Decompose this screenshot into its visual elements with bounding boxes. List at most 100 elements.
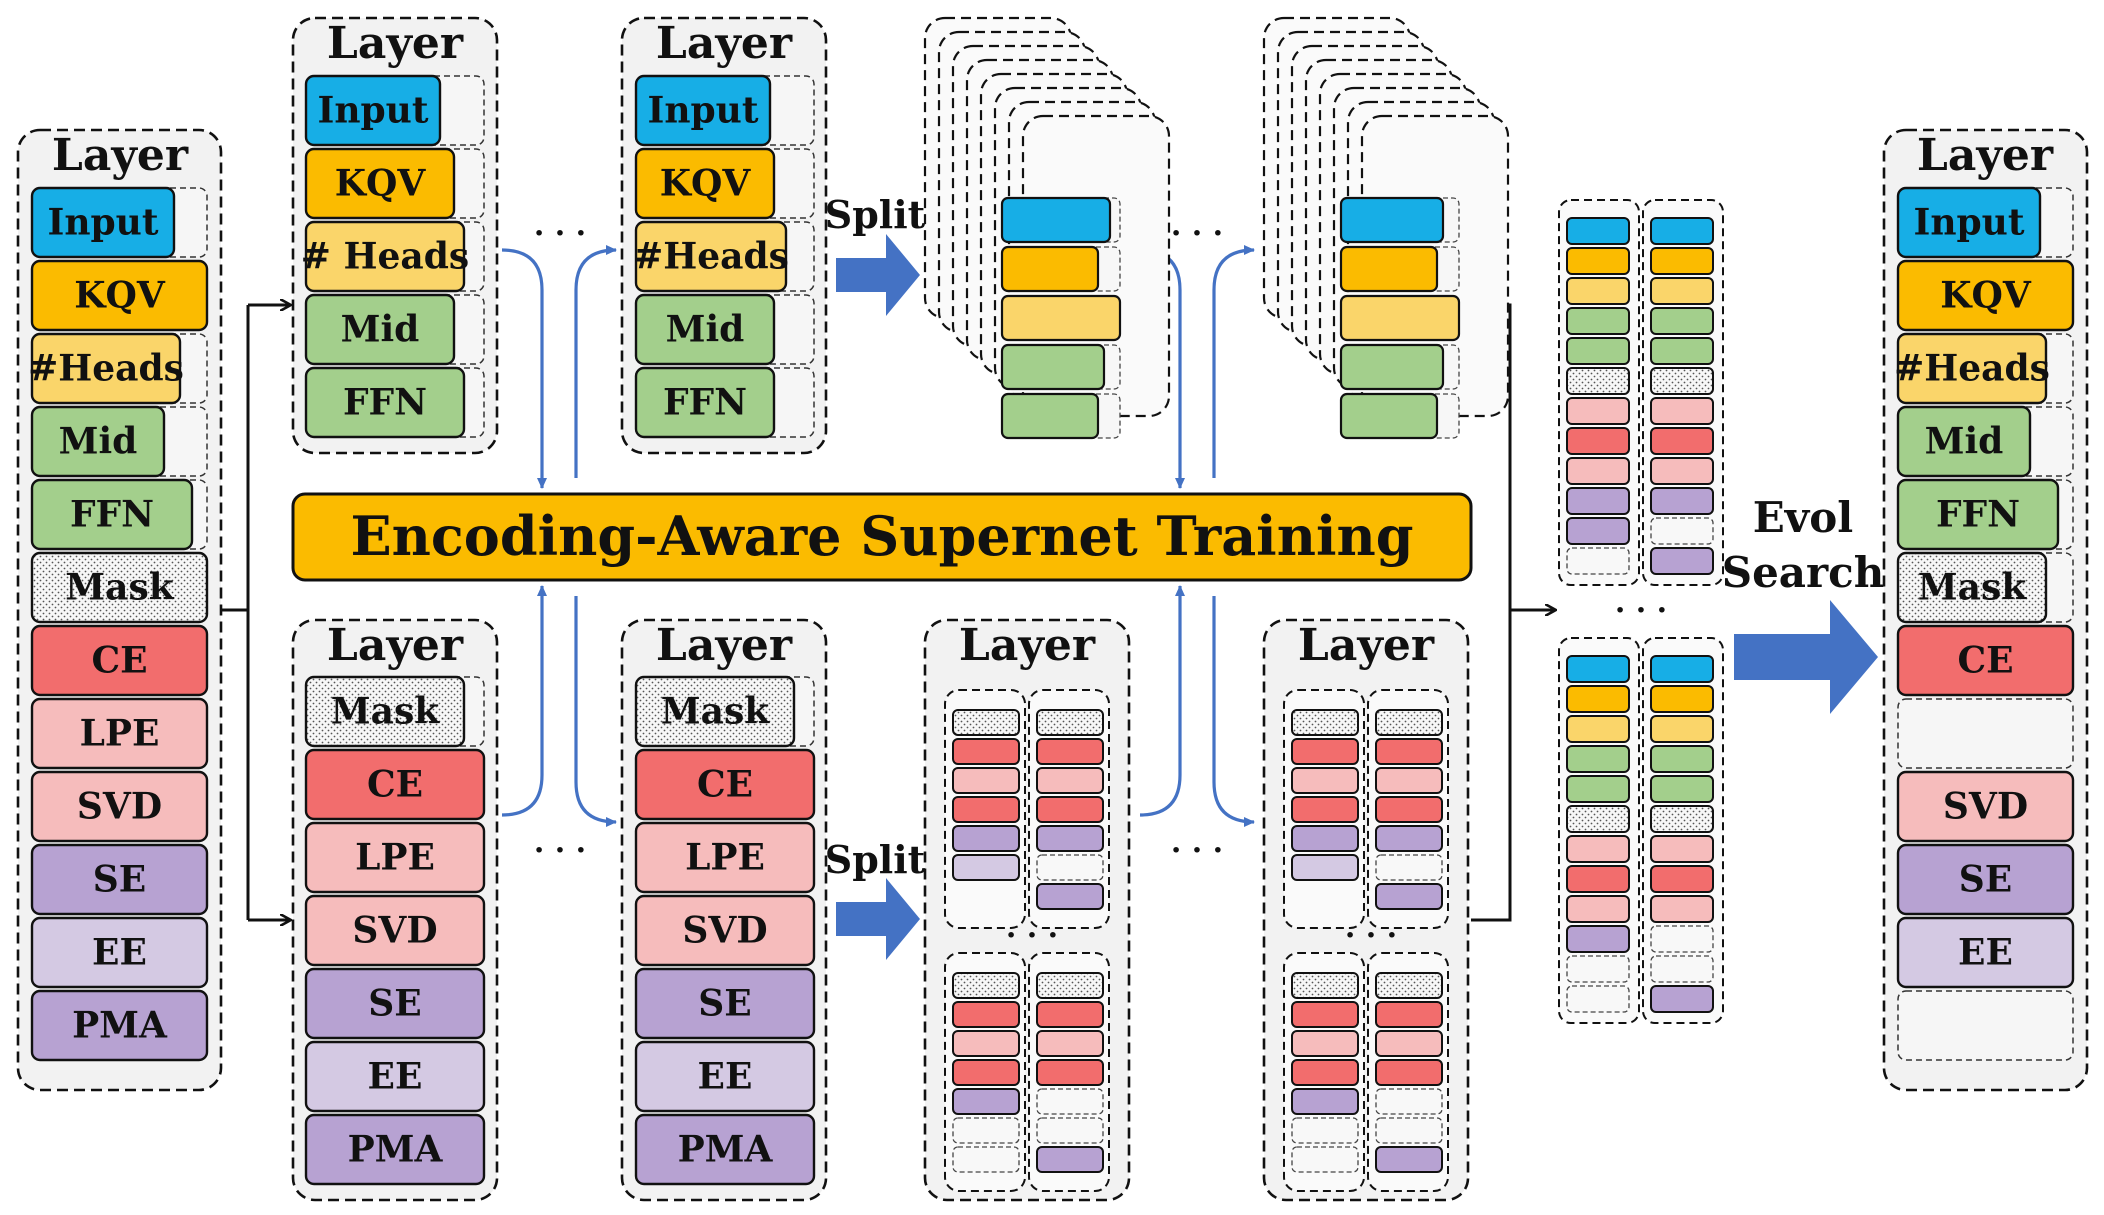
- candidate-top-right-block-se: [1650, 547, 1714, 575]
- candidate-top-left-block-mask: [1566, 367, 1630, 395]
- bottom-layer-b-block-ee: [634, 1040, 816, 1113]
- top-layer-b-block-heads: [634, 220, 788, 293]
- split-top-a-block-kqv: [1000, 245, 1100, 293]
- split-bottom-b-2-right-slot: [1375, 1117, 1443, 1144]
- split-bottom-b-2-left-slot: [1291, 1117, 1359, 1144]
- split-bottom-a-1-left-block-lpe: [952, 767, 1020, 794]
- split-bottom-b-1-left-block-ce: [1291, 738, 1359, 765]
- full-layer-block-pma: [30, 989, 209, 1062]
- final-layer-label-ee: EE: [1958, 932, 2013, 974]
- top-layer-a-label-input: Input: [318, 90, 429, 132]
- bottom-layer-a-title: Layer: [327, 620, 464, 671]
- final-layer-slot: [1897, 990, 2074, 1061]
- final-layer-block-ffn: [1896, 478, 2060, 551]
- final-layer-label-ce: CE: [1957, 640, 2013, 682]
- blue-arrow-bottom-2-down: [1212, 596, 1255, 827]
- candidate-bottom-right-block-se: [1650, 985, 1714, 1013]
- candidate-bottom-left-block-mid: [1566, 745, 1630, 773]
- full-layer-block-se: [30, 843, 209, 916]
- final-layer-label-mask: Mask: [1918, 567, 2027, 609]
- split-bottom-b-2-left-block-lpe: [1291, 1030, 1359, 1057]
- candidate-top-right-block-mid: [1650, 307, 1714, 335]
- split-bottom-b-1-right-block-se: [1375, 883, 1443, 910]
- top-layer-b-block-kqv: [634, 147, 776, 220]
- candidate-bottom-right-block-input: [1650, 655, 1714, 683]
- candidate-bottom-right-block-kqv: [1650, 685, 1714, 713]
- top-layer-a-block-heads: [304, 220, 466, 293]
- top-layer-a-block-kqv: [304, 147, 456, 220]
- candidate-bottom-right-block-lpe: [1650, 835, 1714, 863]
- bottom-layer-a-label-mask: Mask: [331, 691, 440, 733]
- bottom-layer-b-block-ce: [634, 748, 816, 821]
- bottom-layer-b-block-mask: [634, 675, 796, 748]
- candidate-top-left-block-se: [1566, 487, 1630, 515]
- candidate-top-left-block-input: [1566, 217, 1630, 245]
- candidate-top-right-slot: [1650, 517, 1714, 545]
- split-bottom-a-2-right-block-lpe: [1036, 1030, 1104, 1057]
- split-bottom-b-1-left-block-se: [1291, 825, 1359, 852]
- final-layer-block-ee: [1896, 916, 2075, 989]
- candidate-top-left-block-ce: [1566, 427, 1630, 455]
- split-bottom-b-2-right-block-se: [1375, 1146, 1443, 1173]
- connector-layer: [221, 245, 1555, 920]
- split-bottom-b-2-left-block-se: [1291, 1088, 1359, 1115]
- full-layer-title: Layer: [52, 130, 189, 181]
- split-bottom-a-1-right-slot: [1036, 854, 1104, 881]
- final-layer-block-input: [1896, 186, 2042, 259]
- blue-arrow-top-1-up: [574, 245, 617, 478]
- ellipsis-candidates: · · ·: [1615, 593, 1667, 628]
- top-layer-b-block-ffn: [634, 366, 776, 439]
- split-label-bottom: Split: [825, 837, 926, 882]
- split-top-a-block-input: [1000, 196, 1112, 244]
- final-layer-label-kqv: KQV: [1940, 275, 2032, 317]
- split-bottom-a-2-left-slot: [952, 1117, 1020, 1144]
- split-bottom-a-2-left-block-ce: [952, 1001, 1020, 1028]
- candidate-bottom-left-block-se: [1566, 925, 1630, 953]
- candidate-bottom-left-block-input: [1566, 655, 1630, 683]
- split-bottom-b-2-right-block-ce: [1375, 1059, 1443, 1086]
- split-top-a-block-mid: [1000, 343, 1106, 391]
- candidate-top-right-block-lpe: [1650, 457, 1714, 485]
- top-layer-b-label-heads: #Heads: [633, 236, 789, 278]
- final-layer-label-se: SE: [1959, 859, 2012, 901]
- final-layer-block-ce: [1896, 624, 2075, 697]
- panel-layer: LayerInputKQV#HeadsMidFFNMaskCELPESVDSEE…: [16, 16, 2089, 1202]
- candidate-bottom-left-block-lpe: [1566, 895, 1630, 923]
- candidate-top-right-block-mask: [1650, 367, 1714, 395]
- blue-arrow-top-2-up: [1212, 245, 1255, 478]
- full-layer-label-svd: SVD: [77, 786, 162, 828]
- bottom-layer-b-label-pma: PMA: [678, 1129, 774, 1171]
- full-layer-block-ee: [30, 916, 209, 989]
- split-bottom-a-1-right-block-ce: [1036, 738, 1104, 765]
- bottom-layer-a-block-mask: [304, 675, 466, 748]
- candidate-bottom-right-slot: [1650, 925, 1714, 953]
- candidate-bottom-left-block-ce: [1566, 865, 1630, 893]
- ellipsis-sub-2: · · ·: [1345, 918, 1397, 953]
- bottom-layer-b-title: Layer: [656, 620, 793, 671]
- candidate-top-left-block-kqv: [1566, 247, 1630, 275]
- split-top-b-block-mid: [1339, 343, 1445, 391]
- full-layer-label-ce: CE: [91, 640, 147, 682]
- bottom-layer-b-label-ce: CE: [697, 764, 753, 806]
- bottom-layer-b-block-se: [634, 967, 816, 1040]
- split-bottom-b-1-right-slot: [1375, 854, 1443, 881]
- top-layer-b-label-input: Input: [648, 90, 759, 132]
- final-layer-label-svd: SVD: [1943, 786, 2028, 828]
- split-bottom-a-1-left-block-ce: [952, 738, 1020, 765]
- blue-arrow-bottom-2-up: [1139, 585, 1185, 817]
- bottom-layer-a-label-ce: CE: [367, 764, 423, 806]
- ellipsis-bottom-2: · · ·: [1171, 833, 1223, 868]
- bottom-layer-b-label-lpe: LPE: [685, 837, 765, 879]
- full-layer-label-kqv: KQV: [74, 275, 166, 317]
- bottom-layer-a-block-ce: [304, 748, 486, 821]
- split-bottom-a-title: Layer: [959, 620, 1096, 671]
- candidate-top-right-block-se: [1650, 487, 1714, 515]
- bottom-layer-b-label-ee: EE: [698, 1056, 753, 1098]
- split-bottom-b-2-left-slot: [1291, 1146, 1359, 1173]
- bottom-layer-b-label-svd: SVD: [682, 910, 767, 952]
- final-layer-block-mid: [1896, 405, 2032, 478]
- blue-arrow-bottom-1-up: [501, 585, 547, 817]
- evol-label-line1: Evol: [1753, 493, 1853, 542]
- final-layer-block-se: [1896, 843, 2075, 916]
- bottom-layer-b-block-pma: [634, 1113, 816, 1186]
